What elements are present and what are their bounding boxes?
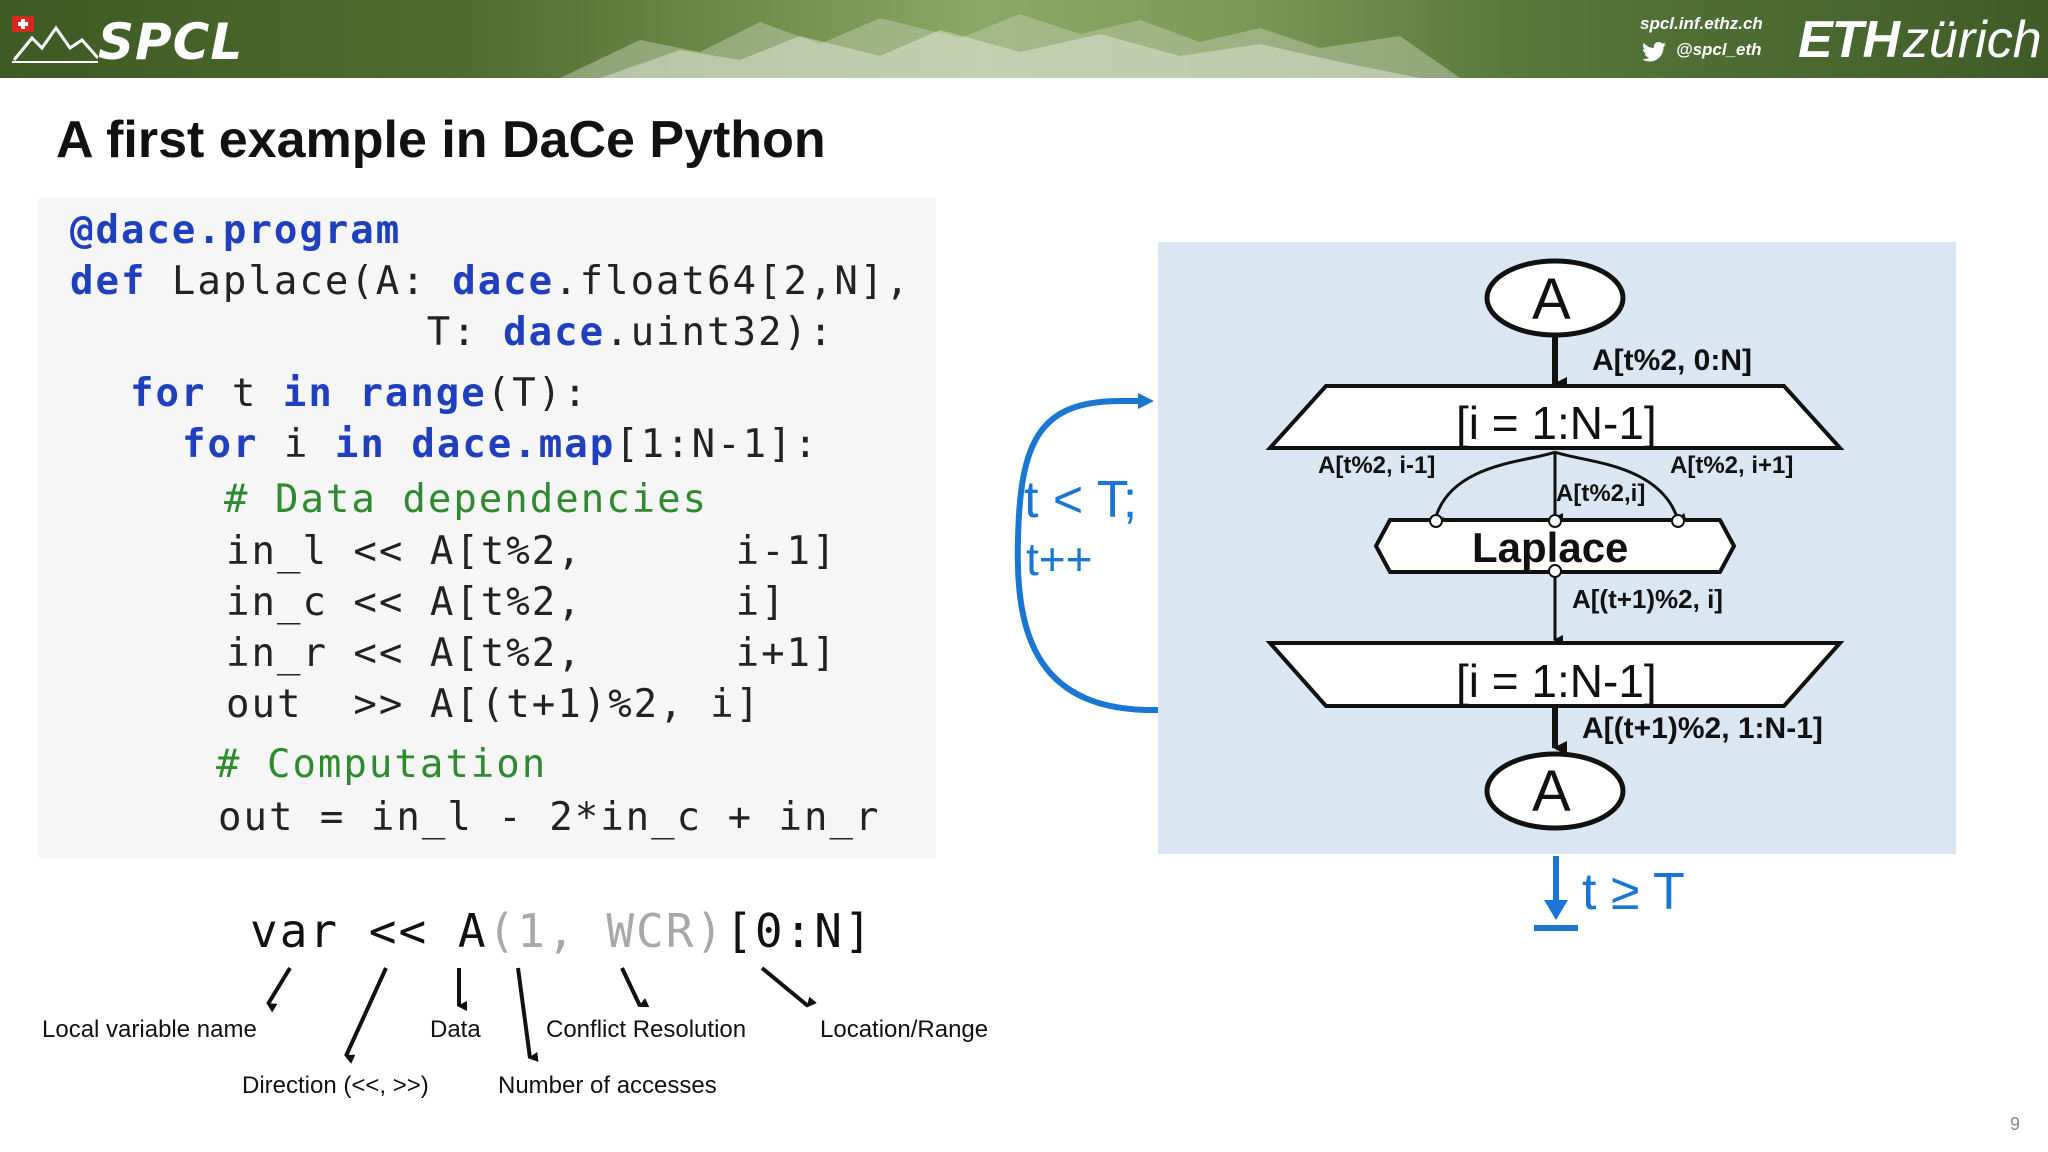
exit-condition-label: t ≥ T	[1582, 863, 1685, 921]
eth-logo-bold: ETH	[1798, 11, 1900, 69]
edge-left	[1433, 450, 1556, 527]
code-line-1: @dace.program	[70, 208, 402, 253]
mountain-logo-icon	[12, 25, 98, 63]
code-line-7: in_l << A[t%2, i-1]	[226, 529, 838, 574]
ann-arrow-local	[266, 966, 292, 1013]
connector-in-right	[1671, 514, 1685, 528]
code-line-3: T: dace.uint32):	[70, 310, 835, 355]
edge-out-label: A[(t+1)%2, i]	[1572, 584, 1723, 614]
code-line-8: in_c << A[t%2, i]	[226, 580, 787, 625]
exit-arrow-head	[1544, 900, 1568, 920]
code-line-6: # Data dependencies	[224, 477, 709, 522]
ann-arrow-conflict	[620, 967, 650, 1008]
ann-location-range: Location/Range	[820, 1016, 989, 1043]
spcl-logo-text: SPCL	[98, 13, 244, 71]
ann-direction: Direction (<<, >>)	[242, 1072, 429, 1099]
ann-arrow-accesses	[516, 967, 539, 1062]
map-entry[interactable]	[1265, 384, 1845, 450]
code-line-2: def Laplace(A: dace.float64[2,N],	[70, 259, 911, 304]
code-line-9: in_r << A[t%2, i+1]	[226, 631, 838, 676]
edge-top-label: A[t%2, 0:N]	[1592, 344, 1753, 377]
map-exit-label: [i = 1:N-1]	[1456, 655, 1657, 707]
tasklet-label: Laplace	[1472, 524, 1629, 571]
connector-in-mid	[1548, 514, 1562, 528]
mountain-panorama	[560, 14, 1460, 78]
twitter-handle[interactable]: @spcl_eth	[1676, 40, 1762, 59]
loop-increment-label: t++	[1026, 533, 1093, 585]
map-exit[interactable]	[1265, 641, 1845, 708]
code-line-4: for t in range(T):	[130, 371, 589, 416]
page-number: 9	[2010, 1114, 2021, 1134]
website-link[interactable]: spcl.inf.ethz.ch	[1640, 14, 1763, 33]
header-banner: SPCL spcl.inf.ethz.ch @spcl_eth ETHzüric…	[0, 0, 2048, 78]
edge-right	[1554, 450, 1688, 523]
code-line-12: out = in_l - 2*in_c + in_r	[218, 795, 881, 840]
ann-conflict-resolution: Conflict Resolution	[546, 1016, 747, 1043]
map-entry-label: [i = 1:N-1]	[1456, 397, 1657, 449]
edge-left-label: A[t%2, i-1]	[1318, 452, 1436, 479]
eth-zurich-logo[interactable]: ETHzürich	[1798, 12, 2042, 68]
code-line-5: for i in dace.map[1:N-1]:	[182, 422, 820, 467]
access-node-top-label: A	[1532, 267, 1571, 332]
eth-logo-light: zürich	[1903, 11, 2042, 69]
ann-arrow-direction	[344, 967, 388, 1064]
ann-arrow-location	[760, 966, 817, 1008]
ann-local-variable: Local variable name	[42, 1016, 257, 1043]
code-line-10: out >> A[(t+1)%2, i]	[226, 682, 762, 727]
tasklet-node[interactable]	[1373, 518, 1737, 574]
code-block	[38, 198, 936, 858]
ann-data: Data	[430, 1016, 481, 1043]
swiss-flag-icon	[12, 16, 34, 32]
twitter-icon	[1642, 42, 1666, 62]
edge-right-label: A[t%2, i+1]	[1670, 452, 1794, 479]
loop-condition-label: t < T;	[1024, 471, 1138, 529]
connector-in-left	[1429, 514, 1443, 528]
edge-bottom-label: A[(t+1)%2, 1:N-1]	[1582, 712, 1823, 745]
spcl-logo[interactable]: SPCL	[12, 13, 292, 71]
slide-title: A first example in DaCe Python	[56, 111, 826, 169]
code-line-11: # Computation	[216, 742, 548, 787]
loop-back-arrow	[1014, 393, 1159, 714]
edge-mid-label: A[t%2,i]	[1556, 480, 1646, 507]
memlet-syntax: var << A(1, WCR)[0:N]	[250, 904, 874, 958]
access-node-bottom-label: A	[1532, 759, 1571, 824]
ann-accesses: Number of accesses	[498, 1072, 717, 1099]
access-node-bottom[interactable]	[1484, 751, 1626, 831]
